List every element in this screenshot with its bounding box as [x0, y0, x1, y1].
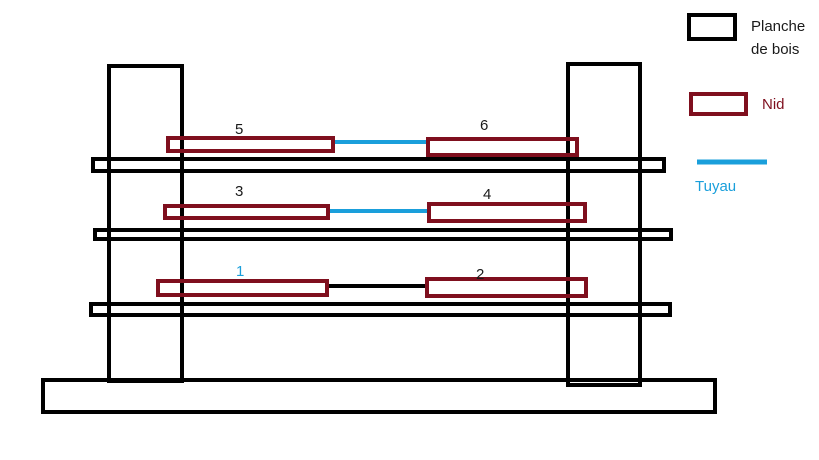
- nest-5-label: 5: [235, 121, 243, 138]
- nest-6: [426, 137, 579, 157]
- legend-wood-swatch: [687, 13, 737, 41]
- nest-2: [425, 277, 588, 298]
- nest-2-label: 2: [476, 266, 484, 283]
- nest-3: [163, 204, 330, 220]
- base-plank: [41, 378, 717, 414]
- nest-1-label: 1: [236, 263, 244, 280]
- legend-nest-label: Nid: [762, 96, 785, 113]
- right-post: [566, 62, 642, 387]
- legend-wood-label-line1: Planche: [751, 18, 805, 35]
- nest-3-label: 3: [235, 183, 243, 200]
- nest-6-label: 6: [480, 117, 488, 134]
- nest-1: [156, 279, 329, 297]
- legend-wood-label-line2: de bois: [751, 41, 799, 58]
- shelf-bottom: [89, 302, 672, 317]
- legend-nest-swatch: [689, 92, 748, 116]
- legend-pipe-label: Tuyau: [695, 178, 736, 195]
- shelf-middle: [93, 228, 673, 241]
- nest-5: [166, 136, 335, 153]
- nest-4: [427, 202, 587, 223]
- shelf-top: [91, 157, 666, 173]
- nest-4-label: 4: [483, 186, 491, 203]
- left-post: [107, 64, 184, 383]
